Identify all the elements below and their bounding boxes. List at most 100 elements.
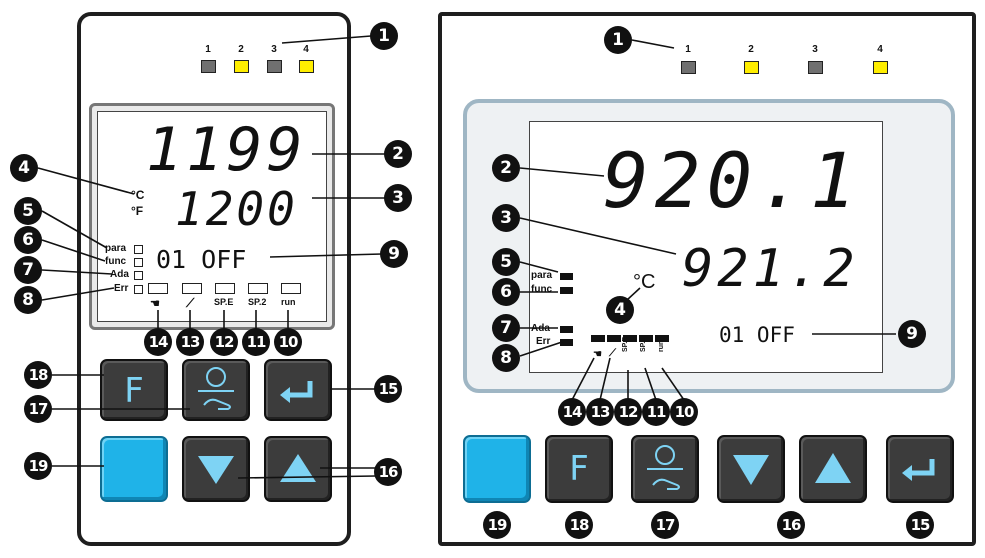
left-indicator-para: para	[105, 243, 127, 254]
left-ramp-icon: ⟋	[186, 296, 195, 310]
enter-icon	[280, 381, 313, 403]
left-softbox-run	[281, 283, 301, 294]
left-blue-key[interactable]	[100, 436, 168, 502]
right-blue-key[interactable]	[463, 435, 531, 503]
left-f-key-label: F	[124, 371, 144, 411]
left-indicator-box-err	[134, 285, 143, 294]
left-setpoint-value: 1200	[175, 182, 298, 236]
right-indicator-para: para	[531, 270, 553, 281]
callout-right-19: 19	[483, 511, 511, 539]
right-led-label-1: 1	[685, 44, 691, 55]
enter-icon	[902, 459, 935, 481]
callout-left-16: 16	[374, 458, 402, 486]
callout-left-9: 9	[380, 240, 408, 268]
left-indicator-box-para	[134, 245, 143, 254]
callout-left-1: 1	[370, 22, 398, 50]
right-softbar-hand	[591, 335, 605, 342]
right-hand-icon: ☚	[593, 349, 602, 360]
left-softkey-sp2: SP.2	[248, 297, 267, 307]
left-down-key[interactable]	[182, 436, 250, 502]
left-softkey-run: run	[281, 297, 296, 307]
right-indicator-err: Err	[536, 336, 551, 347]
left-up-key[interactable]	[264, 436, 332, 502]
right-ramp-icon: ⟋	[609, 348, 616, 359]
callout-right-14: 14	[558, 398, 586, 426]
callout-left-11: 11	[242, 328, 270, 356]
auto-manual-icon	[198, 367, 234, 410]
left-enter-key[interactable]	[264, 359, 332, 421]
left-unit-celsius: °C	[131, 188, 145, 202]
left-led-label-1: 1	[205, 44, 211, 55]
right-indicator-mark-ada	[560, 326, 573, 333]
left-auto-manual-key[interactable]	[182, 359, 250, 421]
right-down-key[interactable]	[717, 435, 785, 503]
right-softbar-sp2	[639, 335, 653, 342]
left-led-1	[201, 60, 216, 73]
left-indicator-err: Err	[114, 283, 129, 294]
left-indicator-box-func	[134, 258, 143, 267]
right-f-key-label: F	[569, 449, 589, 489]
right-indicator-mark-err	[560, 339, 573, 346]
left-hand-icon: ☚	[150, 298, 160, 310]
callout-right-13: 13	[586, 398, 614, 426]
right-f-key[interactable]: F	[545, 435, 613, 503]
callout-right-4: 4	[606, 296, 634, 324]
callout-right-3: 3	[492, 204, 520, 232]
right-led-2	[744, 61, 759, 74]
right-softbar-spe	[623, 335, 637, 342]
right-softbar-run	[655, 335, 669, 342]
left-softbox-spe	[215, 283, 235, 294]
callout-left-4: 4	[10, 154, 38, 182]
callout-left-17: 17	[24, 395, 52, 423]
right-led-label-2: 2	[748, 44, 754, 55]
callout-left-15: 15	[374, 375, 402, 403]
left-unit-fahrenheit: °F	[131, 204, 144, 218]
callout-right-6: 6	[492, 278, 520, 306]
callout-left-14: 14	[144, 328, 172, 356]
callout-left-18: 18	[24, 361, 52, 389]
callout-right-17: 17	[651, 511, 679, 539]
right-status-text: 01 OFF	[719, 323, 795, 347]
callout-left-3: 3	[384, 184, 412, 212]
left-softkey-spe: SP.E	[214, 297, 234, 307]
left-f-key[interactable]: F	[100, 359, 168, 421]
left-led-4	[299, 60, 314, 73]
right-auto-manual-key[interactable]	[631, 435, 699, 503]
callout-left-10: 10	[274, 328, 302, 356]
right-indicator-mark-para	[560, 273, 573, 280]
left-led-label-3: 3	[271, 44, 277, 55]
left-led-label-4: 4	[303, 44, 309, 55]
auto-manual-icon	[647, 445, 683, 490]
right-led-4	[873, 61, 888, 74]
callout-right-9: 9	[898, 320, 926, 348]
right-indicator-mark-func	[560, 287, 573, 294]
callout-right-11: 11	[642, 398, 670, 426]
left-indicator-func: func	[105, 256, 127, 267]
arrow-down-icon	[733, 455, 769, 485]
left-indicator-ada: Ada	[110, 269, 129, 280]
right-led-label-3: 3	[812, 44, 818, 55]
right-setpoint-value: 921.2	[682, 239, 859, 299]
left-led-3	[267, 60, 282, 73]
callout-left-13: 13	[176, 328, 204, 356]
callout-left-2: 2	[384, 140, 412, 168]
right-softbar-ramp	[607, 335, 621, 342]
right-up-key[interactable]	[799, 435, 867, 503]
callout-left-12: 12	[210, 328, 238, 356]
left-softbox-ramp	[182, 283, 202, 294]
left-softbox-sp2	[248, 283, 268, 294]
arrow-up-icon	[815, 453, 851, 483]
left-led-label-2: 2	[238, 44, 244, 55]
right-led-3	[808, 61, 823, 74]
right-led-label-4: 4	[877, 44, 883, 55]
left-indicator-box-ada	[134, 271, 143, 280]
right-unit-celsius: °C	[633, 271, 656, 293]
callout-right-2: 2	[492, 154, 520, 182]
right-enter-key[interactable]	[886, 435, 954, 503]
right-indicator-func: func	[531, 284, 553, 295]
callout-left-7: 7	[14, 256, 42, 284]
callout-left-6: 6	[14, 226, 42, 254]
left-led-2	[234, 60, 249, 73]
callout-left-19: 19	[24, 452, 52, 480]
